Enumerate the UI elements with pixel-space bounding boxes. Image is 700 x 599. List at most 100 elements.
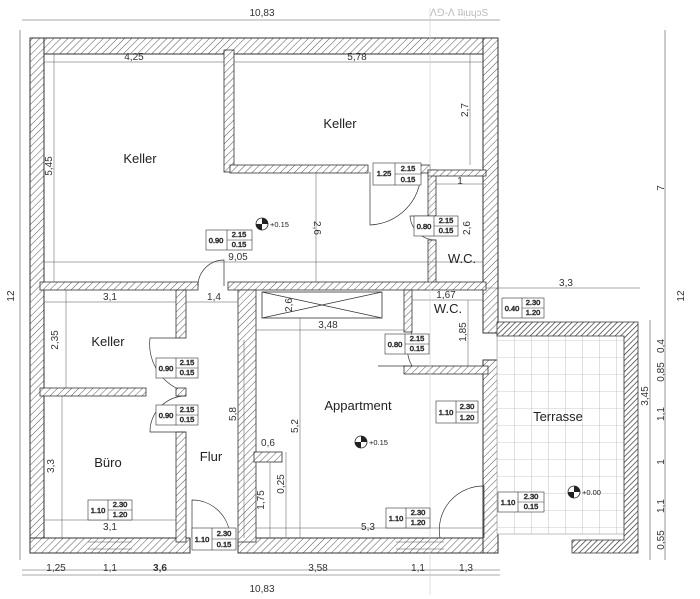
dim-flur-height: 5,8 [228, 407, 239, 421]
dim-right-keller-height: 2,7 [460, 103, 471, 117]
dim-bottom-f: 1,3 [459, 563, 473, 574]
dim-appartment-bottom: 5,3 [361, 522, 375, 533]
east-wall-upper [482, 37, 499, 334]
dimension-texts: 10,83 10,83 4,25 5,78 5,45 2,7 9,05 2,6 … [6, 8, 687, 595]
wall-wc-top [427, 169, 487, 177]
wall-mid-left [39, 281, 199, 291]
tag-door-wc-lower: 0.80 2.15 0.15 [384, 333, 430, 355]
svg-text:0.15: 0.15 [401, 175, 416, 184]
svg-text:2.15: 2.15 [232, 230, 247, 239]
wall-keller-divider [223, 49, 235, 173]
room-appartment: Appartment [324, 398, 392, 413]
svg-text:1.10: 1.10 [195, 535, 210, 544]
door-swing-terrace [438, 485, 485, 539]
tag-window-buero: 1.10 2.30 1.20 [87, 499, 133, 521]
wall-stair-notch [253, 451, 283, 463]
dim-appartment-width: 3,48 [318, 320, 338, 331]
room-wc-upper: W.C. [448, 251, 476, 266]
tag-door-buero: 0.90 2.15 0.15 [155, 404, 199, 426]
dim-bottom-c: 3,6 [153, 563, 167, 574]
svg-text:2.30: 2.30 [460, 402, 475, 411]
svg-text:0.15: 0.15 [232, 240, 247, 249]
dim-bottom-d: 3,58 [308, 563, 328, 574]
dim-bottom-total: 10,83 [249, 584, 274, 595]
stair-void [261, 291, 383, 319]
tag-window-appartment-east: 1.10 2.30 1.20 [435, 400, 479, 424]
svg-text:+0.00: +0.00 [582, 488, 601, 497]
dim-wc-height: 2,6 [462, 221, 473, 235]
level-marker-appartment: +0.15 [354, 435, 388, 449]
wall-wc-left-a [427, 169, 437, 217]
dim-small-a: 0,6 [261, 438, 275, 449]
svg-text:1.20: 1.20 [411, 518, 426, 527]
wall-keller-ne-bottom-a [229, 164, 369, 174]
wall-hall-left-a [175, 289, 187, 339]
wall-keller-sw-bottom [39, 387, 147, 397]
dim-bottom-b: 1,1 [103, 563, 117, 574]
dim-top-total: 10,83 [249, 8, 274, 19]
svg-text:2.30: 2.30 [524, 492, 539, 501]
svg-text:0.80: 0.80 [417, 222, 432, 231]
svg-text:0.15: 0.15 [180, 415, 195, 424]
tag-door-wc-upper: 0.80 2.15 0.15 [413, 215, 459, 237]
svg-text:0.40: 0.40 [505, 304, 520, 313]
room-keller-nw: Keller [123, 151, 157, 166]
wall-hall-right [237, 289, 257, 543]
dim-right-e: 1,1 [656, 499, 667, 513]
svg-text:1.25: 1.25 [377, 169, 392, 178]
dim-terrace-width: 3,3 [559, 278, 573, 289]
dim-left-total: 12 [6, 290, 17, 302]
dim-bottom-e: 1,1 [411, 563, 425, 574]
dim-keller-sw-width: 3,1 [103, 292, 117, 303]
dim-right-b: 0,85 [656, 362, 667, 382]
dim-right-top: 7 [656, 185, 667, 191]
north-wall [29, 37, 499, 55]
svg-text:+0.15: +0.15 [270, 220, 289, 229]
svg-text:2.30: 2.30 [411, 508, 426, 517]
dim-top-left: 4,25 [124, 52, 144, 63]
dim-keller-sw-height: 2,35 [50, 330, 61, 350]
opening-tags: 1.25 2.15 0.15 0.90 2.15 0.15 0.80 2.15 … [87, 162, 545, 551]
dim-buero-height: 3,3 [46, 459, 57, 473]
tag-window-appartment-south: 1.10 2.30 1.20 [385, 507, 431, 529]
svg-text:2.30: 2.30 [113, 500, 128, 509]
svg-text:0.15: 0.15 [410, 344, 425, 353]
dim-appartment-height: 5,2 [290, 419, 301, 433]
wall-wc-lower-left [403, 289, 413, 333]
ghost-section-label: ꓥꓨ-ꓥ ʇʇᴉuɥɔS [430, 8, 488, 19]
wall-hall-left-b [175, 387, 187, 397]
tag-window-wc-lower: 0.40 2.30 1.20 [501, 297, 545, 319]
dim-bottom-a: 1,25 [46, 563, 66, 574]
dim-right-a: 0,4 [656, 339, 667, 353]
room-terrasse: Terrasse [533, 409, 583, 424]
svg-text:+0.15: +0.15 [369, 438, 388, 447]
dim-top-right: 5,78 [347, 52, 367, 63]
level-marker-keller: +0.15 [255, 217, 289, 231]
west-wall [29, 37, 45, 554]
wall-hall-left-c [175, 431, 187, 543]
dim-right-c: 1,1 [656, 407, 667, 421]
dim-right-d: 1 [656, 459, 667, 465]
door-swing-mid [197, 259, 225, 287]
dim-small-b: 0,25 [276, 474, 287, 494]
svg-text:1.10: 1.10 [91, 506, 106, 515]
room-keller-ne: Keller [323, 116, 357, 131]
outer-walls [29, 37, 499, 554]
tag-door-mid: 0.90 2.15 0.15 [205, 229, 253, 251]
dim-buero-width: 3,1 [103, 522, 117, 533]
tag-door-keller-ne: 1.25 2.15 0.15 [372, 162, 422, 186]
dim-left-keller-height: 5,45 [44, 156, 55, 176]
svg-text:1.10: 1.10 [439, 408, 454, 417]
svg-text:2.30: 2.30 [217, 529, 232, 538]
door-swing-keller-sw [149, 337, 177, 389]
wall-wc-lower-bottom [403, 365, 489, 375]
east-wall-lower [482, 359, 499, 554]
outer-dimension-lines [19, 19, 666, 576]
tag-door-keller-sw: 0.90 2.15 0.15 [155, 357, 199, 379]
tag-door-terrace: 1.10 2.30 0.15 [497, 491, 545, 513]
room-labels: Keller Keller Keller Büro Flur Appartmen… [91, 116, 583, 470]
svg-text:1.10: 1.10 [501, 498, 516, 507]
svg-text:2.15: 2.15 [401, 164, 416, 173]
wall-wc-left-b [427, 239, 437, 289]
